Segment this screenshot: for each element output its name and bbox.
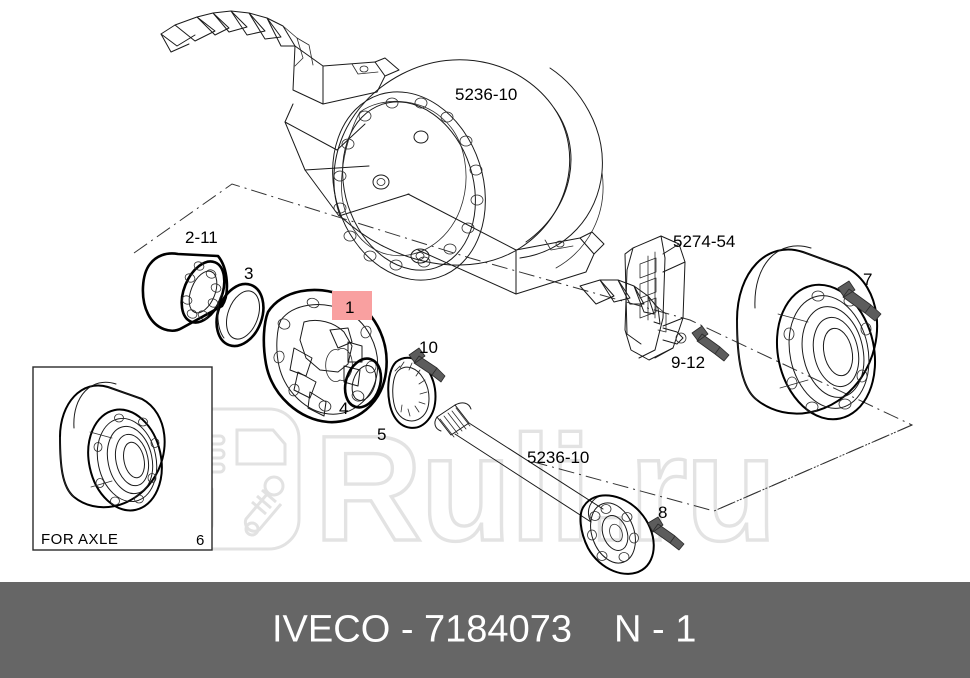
- label-gasket-4: 4: [339, 399, 348, 418]
- footer-part-number: 7184073: [424, 608, 572, 651]
- bearing-sleeve-2-11: [141, 252, 229, 332]
- bolt-8-drawing: [647, 516, 685, 551]
- label-hub-carrier-1: 1: [345, 298, 354, 317]
- label-seal-ring-3: 3: [244, 264, 253, 283]
- brake-caliper-drawing: [624, 235, 687, 361]
- footer-code-block: N - 1: [614, 609, 696, 652]
- label-layer: 5236-10 2-11 3 1 4 5 10 5274-54 9-12 7 5…: [41, 85, 872, 549]
- label-bolt-8: 8: [658, 503, 667, 522]
- axle-housing-drawing: [160, 10, 667, 333]
- label-lock-ring-5: 5: [377, 425, 386, 444]
- label-bolt-10: 10: [419, 338, 438, 357]
- footer-brand: IVECO: [272, 608, 391, 651]
- inset-caption: FOR AXLE: [41, 531, 118, 548]
- seal-ring-3-drawing: [215, 282, 265, 348]
- label-axle-housing: 5236-10: [455, 85, 517, 104]
- inset-brake-drum-drawing: [59, 381, 166, 512]
- inset-box-for-axle: [32, 366, 213, 551]
- label-bolt-7: 7: [863, 270, 872, 289]
- diagram-canvas: Ruli.ru: [32, 10, 914, 575]
- gasket-4-drawing: [343, 357, 383, 409]
- footer-sheet-code: N - 1: [614, 608, 697, 651]
- highlight-box-part-1: [332, 291, 372, 320]
- footer-bar: IVECO - 7184073 N - 1: [0, 582, 970, 678]
- assembly-boundary: [133, 183, 914, 512]
- brake-drum-hub-drawing: [736, 245, 879, 421]
- label-caliper-bolts-9-12: 9-12: [671, 353, 705, 372]
- footer-separator: -: [400, 608, 414, 651]
- footer-brand-block: IVECO - 7184073: [272, 609, 572, 652]
- caliper-bolts-9-12-drawing: [691, 325, 730, 362]
- label-inset-part-6: 6: [196, 532, 204, 549]
- watermark-text: Ruli.ru: [314, 404, 775, 572]
- bolt-10-drawing: [408, 347, 446, 383]
- label-brake-caliper: 5274-54: [673, 232, 735, 251]
- axle-shaft-drawing: [434, 402, 655, 575]
- technical-drawing-layer: [32, 10, 914, 575]
- bolt-7-drawing: [837, 280, 882, 322]
- label-axle-shaft: 5236-10: [527, 448, 589, 467]
- watermark-layer: Ruli.ru: [157, 402, 779, 574]
- label-bearing-kit: 2-11: [185, 228, 218, 247]
